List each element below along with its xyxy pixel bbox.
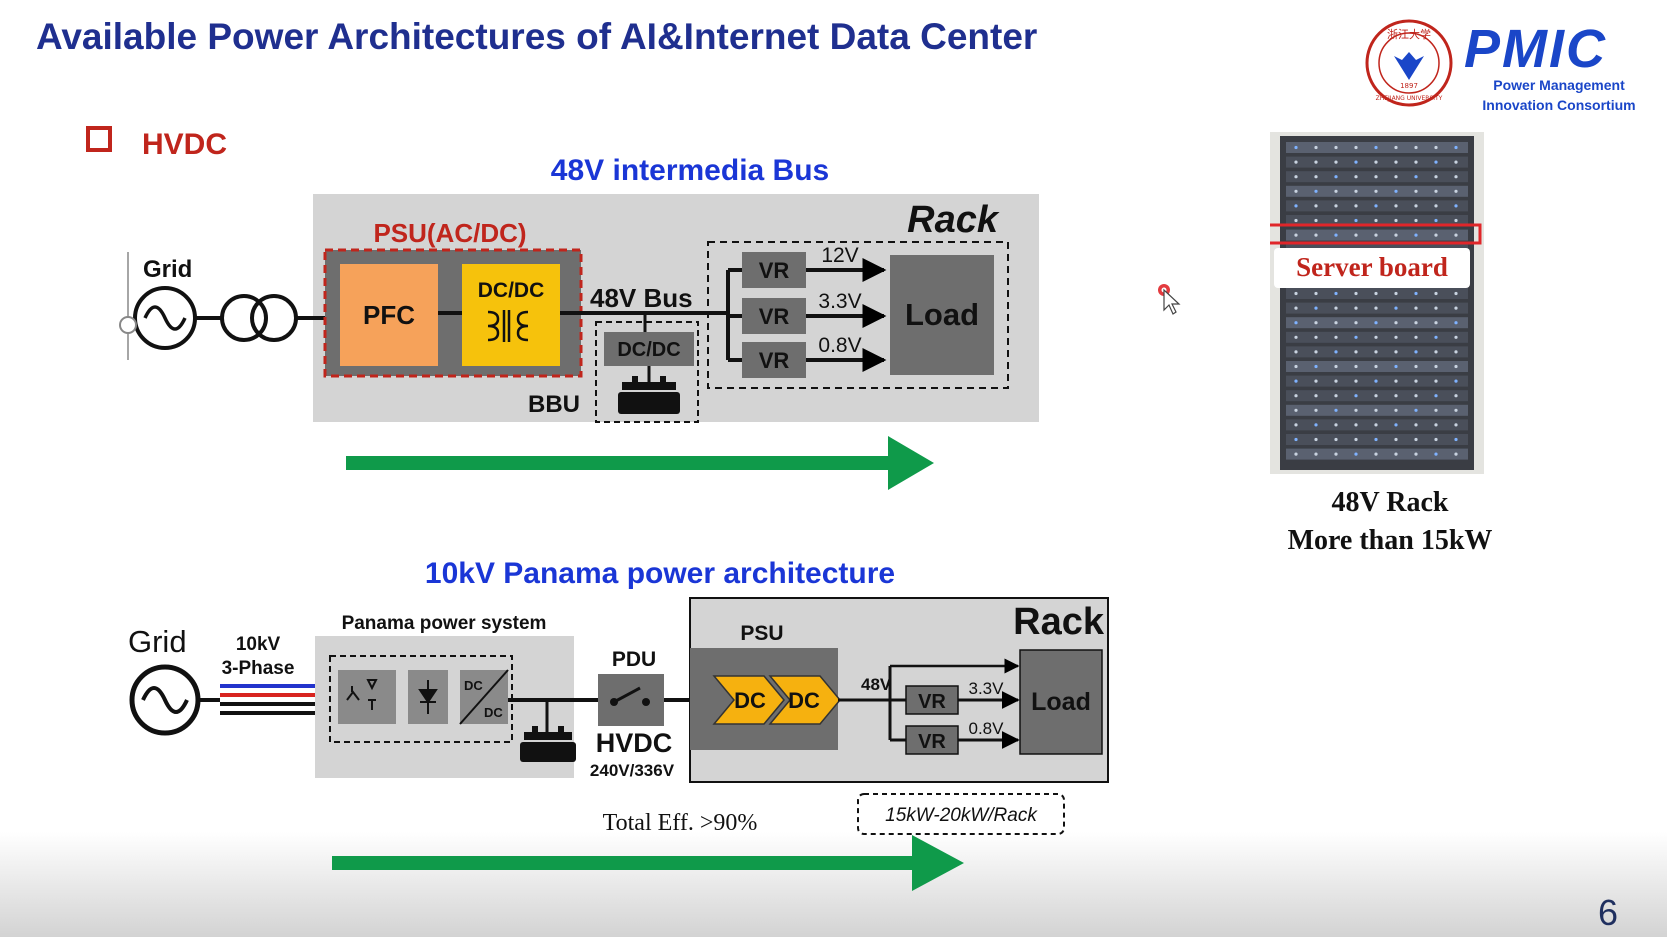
hvdc-voltage: 240V/336V [590,761,675,780]
power-density-box [857,793,1065,835]
tagline-line1: Power Management [1493,77,1625,93]
seal-top-text: 浙江大学 [1387,27,1431,41]
power-density-label: 15kW-20kW/Rack [885,805,1038,826]
top-voltage-label: 3.3V [818,290,861,313]
pmic-logo: 浙江大学 1897 ZHEJIANG UNIVERSITY PMIC Power… [1360,14,1660,118]
pfc-block [340,264,438,366]
top-vr-block [742,252,806,288]
bottom-voltage-label: 3.3V [969,679,1005,698]
bottom-vr-label: VR [918,691,946,713]
brand-name: PMIC [1464,19,1607,79]
seal-year-text: 1897 [1400,82,1418,90]
top-vr-label: VR [759,348,790,373]
logo-text: PMIC Power Management Innovation Consort… [1464,19,1654,114]
psu-dc1-label: DC [734,688,766,713]
panama-dc-bottom: DC [484,705,503,720]
psu-dc-stage2 [768,675,841,725]
bottom-gradient [0,832,1667,937]
bottom-voltage-label: 0.8V [969,719,1005,738]
top-bus-label: 48V Bus [590,283,693,313]
phase-line1: 10kV [236,634,281,655]
top-vr-label: VR [759,258,790,283]
caption-line2: More than 15kW [1287,525,1493,556]
bottom-load-label: Load [1031,688,1091,716]
top-diagram-heading: 48V intermedia Bus [551,154,829,187]
dcdc-label: DC/DC [478,279,545,302]
top-voltage-label: 12V [821,244,858,267]
section-label: HVDC [142,128,228,161]
photo-caption: 48V Rack More than 15kW [1230,484,1550,560]
seal-bottom-text: ZHEJIANG UNIVERSITY [1376,95,1443,102]
top-rack-label: Rack [907,199,1000,241]
top-flow-arrow [346,436,934,490]
bbu-dcdc-block [604,332,694,366]
top-psu-label: PSU(AC/DC) [373,218,526,248]
top-vr-block [742,298,806,334]
efficiency-label: Total Eff. >90% [603,810,758,836]
pdu-label: PDU [612,648,656,671]
vr-group-box [707,241,1009,389]
hvdc-label: HVDC [596,728,673,758]
psu-dc-stage1 [712,675,785,725]
top-vr-block [742,342,806,378]
panama-label: Panama power system [342,613,547,634]
psu-dc2-label: DC [788,688,820,713]
bottom-load-block [1019,649,1103,755]
top-battery-icon [618,376,680,414]
zju-seal-icon: 浙江大学 1897 ZHEJIANG UNIVERSITY [1365,19,1453,107]
bbu-dcdc-label: DC/DC [617,339,680,361]
bottom-bus-label: 48V [861,675,892,694]
dcdc-transformer-icon [487,310,529,342]
bottom-grid-label: Grid [128,624,187,659]
server-board-label: Server board [1296,252,1448,282]
bottom-diagram-heading: 10kV Panama power architecture [425,557,895,590]
top-transformer-icon [220,294,298,342]
bottom-battery-icon [520,726,576,762]
top-voltage-label: 0.8V [818,334,861,357]
bottom-ac-source-icon [129,664,201,736]
top-load-label: Load [905,297,979,332]
pfc-label: PFC [363,300,415,330]
mouse-cursor-icon [1158,284,1181,315]
top-ac-source-icon [119,286,197,350]
tagline-line2: Innovation Consortium [1482,97,1636,113]
section-heading: HVDC [86,126,227,162]
bbu-label: BBU [528,391,580,418]
bbu-box [595,321,699,423]
phase-line2: 3-Phase [222,658,295,679]
top-grid-label: Grid [143,256,192,283]
panama-transformer-icon [338,670,396,724]
panama-dc-top: DC [464,678,483,693]
pdu-block [598,674,664,726]
bottom-rack-label: Rack [1013,601,1105,643]
rack-photo: Server board [1270,132,1484,474]
top-vr-label: VR [759,304,790,329]
slide-title: Available Power Architectures of AI&Inte… [36,16,1038,57]
square-bullet-icon [86,126,112,152]
bottom-flow-arrow [332,835,964,891]
bottom-psu-label: PSU [740,622,783,645]
dcdc-block [462,264,560,366]
pdu-switch-icon [610,686,650,706]
caption-line1: 48V Rack [1331,487,1449,518]
bottom-vr-label: VR [918,731,946,753]
top-load-block [890,255,994,375]
page-number: 6 [1598,892,1619,933]
